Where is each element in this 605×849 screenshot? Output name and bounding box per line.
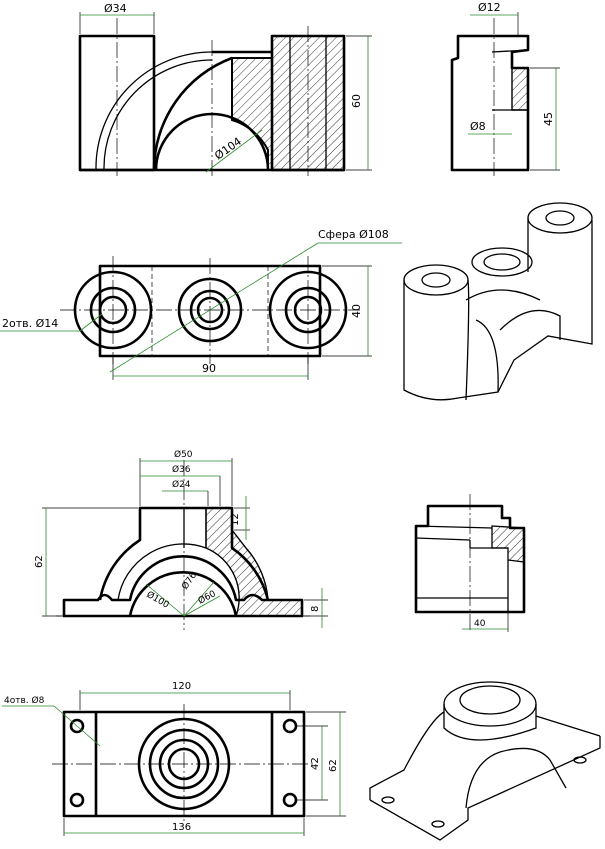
part1-arch-edge-2 bbox=[103, 59, 213, 171]
part1-dim-40: 40 bbox=[350, 304, 363, 318]
part2-dim-62b: 62 bbox=[328, 759, 339, 772]
part1-dim-sphere: Сфера Ø108 bbox=[318, 228, 389, 241]
part1-plan-view: 40 90 2отв. Ø14 Сфера Ø108 bbox=[0, 228, 402, 380]
part1-dim-90: 90 bbox=[202, 362, 216, 375]
part1-side-view: Ø12 45 Ø8 bbox=[450, 1, 560, 176]
part1-front-view: Ø34 60 Ø104 bbox=[78, 2, 372, 176]
part2-dim-d36: Ø36 bbox=[172, 464, 191, 475]
part1-dim-d104: Ø104 bbox=[212, 135, 244, 163]
part1-isometric bbox=[403, 202, 593, 401]
part2-dim-62: 62 bbox=[34, 555, 45, 568]
part2-dim-d100: Ø100 bbox=[145, 589, 172, 611]
part1-dim-holes: 2отв. Ø14 bbox=[2, 317, 58, 330]
part2-dim-12: 12 bbox=[230, 513, 241, 526]
part1-plan-body bbox=[98, 264, 322, 358]
part2-dim-40: 40 bbox=[474, 619, 486, 629]
part2-side-view: 40 bbox=[414, 494, 526, 632]
part2-isometric bbox=[369, 681, 601, 841]
part1-outer-arch bbox=[152, 56, 233, 171]
part2-plan-view: 120 136 42 62 4отв. Ø8 bbox=[2, 681, 346, 836]
part2-dim-120: 120 bbox=[172, 681, 191, 692]
part2-iso-base bbox=[369, 736, 601, 841]
part2-section-hatch bbox=[205, 507, 303, 617]
part2-dim-d60: Ø60 bbox=[196, 588, 218, 607]
part1-dim-d34: Ø34 bbox=[104, 2, 127, 15]
part1-dim-60: 60 bbox=[350, 94, 363, 108]
part1-iso-outline bbox=[403, 220, 593, 401]
part2-dim-42: 42 bbox=[310, 757, 321, 770]
part2-front-view: Ø50 Ø36 Ø24 12 62 8 Ø100 Ø76 Ø60 bbox=[34, 449, 328, 630]
part2-dim-holes: 4отв. Ø8 bbox=[4, 695, 45, 706]
part1-section-hatch bbox=[231, 35, 345, 171]
part2-dim-136: 136 bbox=[172, 822, 191, 833]
part1-dim-d12: Ø12 bbox=[478, 1, 501, 14]
part1-dim-d8: Ø8 bbox=[470, 120, 486, 133]
part2-dim-d50: Ø50 bbox=[174, 449, 193, 460]
part2-dim-d24: Ø24 bbox=[172, 479, 191, 490]
part1-arch-edge bbox=[95, 51, 213, 171]
part2-dim-8: 8 bbox=[310, 606, 321, 612]
part1-dim-45: 45 bbox=[542, 112, 555, 126]
